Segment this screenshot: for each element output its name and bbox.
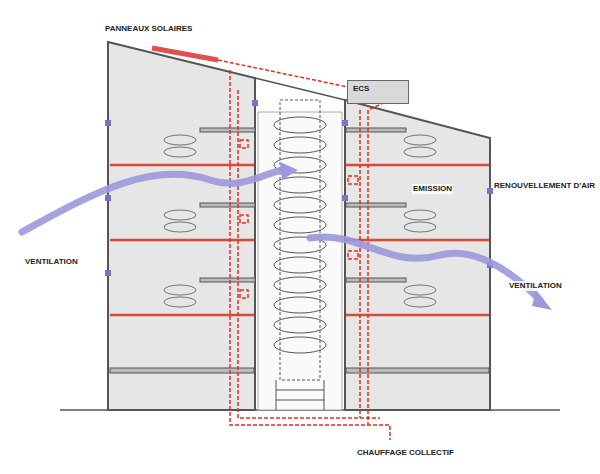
box-label: ECS <box>353 84 403 94</box>
component-label: RENOUVELLEMENT D'AIR <box>493 181 596 191</box>
flow-label: VENTILATION <box>508 281 563 291</box>
component-label: EMISSION <box>412 184 453 194</box>
component-label: PANNEAUX SOLAIRES <box>104 24 193 34</box>
flow-label: VENTILATION <box>24 257 79 267</box>
equipment-box: ECS <box>347 80 409 104</box>
component-label: CHAUFFAGE COLLECTIF <box>356 448 455 458</box>
